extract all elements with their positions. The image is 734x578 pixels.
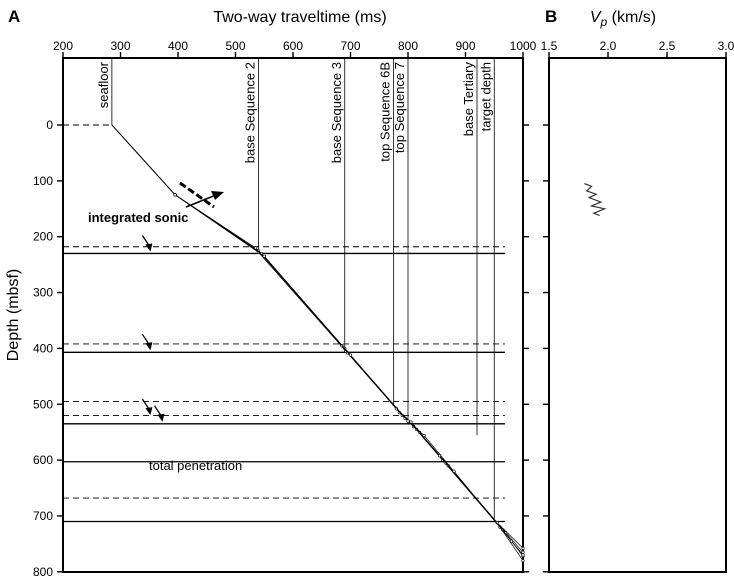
curve-point <box>521 550 525 554</box>
traveltime-curve <box>111 124 524 549</box>
traveltime-curve <box>111 124 524 557</box>
reflector-label: target depth <box>478 62 493 131</box>
plot-frame-a <box>62 57 524 573</box>
curve-point <box>509 539 514 543</box>
curve-point <box>254 246 258 250</box>
y-tick-label: 400 <box>33 341 53 355</box>
x-tick-label: 300 <box>110 39 130 53</box>
integrated-sonic-segment <box>179 181 215 209</box>
y-tick-label: 700 <box>33 509 53 523</box>
y-ticks-b <box>523 124 549 573</box>
y-tick-label: 300 <box>33 286 53 300</box>
x-tick-label-b: 1.5 <box>541 39 558 53</box>
y-tick-label: 200 <box>33 230 53 244</box>
reflector-label: seafloor <box>96 61 111 108</box>
y-tick-label: 500 <box>33 397 53 411</box>
annotation-integrated-sonic: integrated sonic <box>88 210 188 225</box>
x-ticks-a: 200 300 400 500 600 700 800 900 1000 <box>53 39 537 58</box>
traveltime-curve <box>111 124 524 553</box>
curve-point <box>452 469 456 473</box>
y-tick-label: 100 <box>33 174 53 188</box>
y-axis-title: Depth (mbsf) <box>5 269 22 361</box>
curve-point <box>173 193 177 197</box>
y-tick-label: 0 <box>46 118 53 132</box>
y-ticks-a: 0 100 200 300 400 500 600 700 800 <box>33 118 63 578</box>
arrows <box>141 235 165 422</box>
reflector-label: top Sequence 7 <box>392 62 407 153</box>
y-tick-label: 600 <box>33 453 53 467</box>
arrow-head <box>157 413 165 422</box>
x-tick-label: 500 <box>225 39 245 53</box>
traveltime-curves <box>111 124 525 563</box>
arrow-head <box>145 243 153 252</box>
integrated-sonic-arrow <box>185 194 217 208</box>
annotation-total-penetration: total penetration <box>149 458 242 473</box>
x-tick-label: 200 <box>53 39 73 53</box>
plot-frame-b <box>548 57 727 573</box>
traveltime-curve <box>111 124 524 561</box>
reflector-lines: seafloor base Sequence 2 base Sequence 3 to… <box>96 58 495 522</box>
curve-point <box>348 353 353 357</box>
reflector-label: base Sequence 2 <box>243 62 258 163</box>
x-tick-label: 800 <box>398 39 418 53</box>
integrated-sonic-arrowhead <box>211 191 224 200</box>
vp-curve <box>584 183 607 217</box>
x-tick-label-b: 2.5 <box>659 39 676 53</box>
traveltime-curve <box>111 124 524 556</box>
vp-unit: (km/s) <box>607 9 656 26</box>
curve-point <box>521 553 525 557</box>
y-tick-label: 800 <box>33 565 53 578</box>
curve-point <box>521 559 525 563</box>
arrow-head <box>145 407 153 416</box>
x-axis-title: Two-way traveltime (ms) <box>213 9 386 26</box>
velocity-curve <box>584 183 607 217</box>
x-ticks-b: 1.5 2.0 2.5 3.0 <box>541 39 734 58</box>
x-tick-label: 1000 <box>510 39 537 53</box>
arrow-head <box>145 342 153 351</box>
curve-point <box>262 254 266 258</box>
panel-label-b: B <box>545 7 557 26</box>
vp-subscript: p <box>600 15 608 29</box>
x-tick-label-b: 2.0 <box>600 39 617 53</box>
x-tick-label: 900 <box>455 39 475 53</box>
x-tick-label: 700 <box>340 39 360 53</box>
reflector-label: base Sequence 3 <box>329 62 344 163</box>
vp-symbol: V <box>590 9 602 26</box>
x-tick-label-b: 3.0 <box>718 39 734 53</box>
curve-point <box>521 546 525 550</box>
x-tick-label: 400 <box>168 39 188 53</box>
curve-point <box>422 433 426 438</box>
curve-point <box>406 419 410 423</box>
depth-lines <box>63 124 505 523</box>
panel-label-a: A <box>8 7 20 26</box>
reflector-label: top Sequence 6B <box>378 62 393 162</box>
x-tick-label: 600 <box>283 39 303 53</box>
reflector-label: base Tertiary <box>461 62 476 137</box>
vp-axis-title: Vp (km/s) <box>590 9 656 29</box>
